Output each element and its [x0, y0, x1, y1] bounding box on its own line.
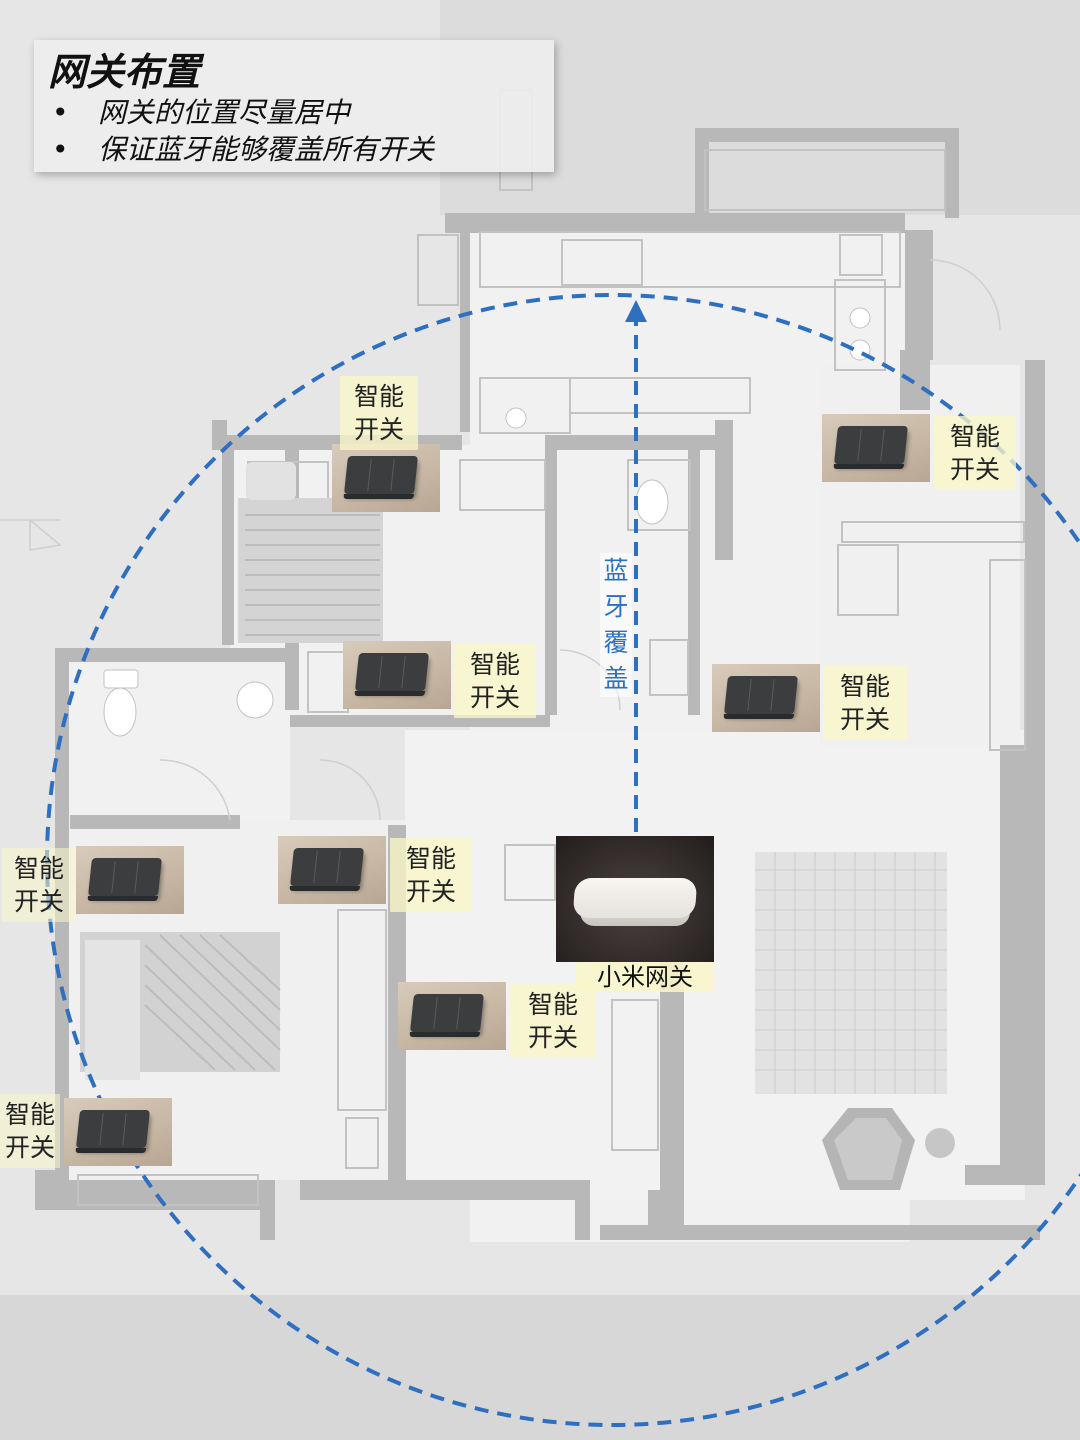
- switch-label-line: 智能: [353, 382, 404, 411]
- switch-label-line: 开关: [405, 877, 456, 906]
- gateway-label: 小米网关: [576, 962, 714, 992]
- coverage-label-char: 盖: [603, 664, 629, 693]
- switch-label-line: 智能: [949, 422, 1000, 451]
- bullet-text: 保证蓝牙能够覆盖所有开关: [98, 133, 435, 166]
- switch-label-line: 开关: [527, 1023, 578, 1052]
- switch-label-line: 开关: [4, 1133, 55, 1162]
- coverage-label-char: 牙: [603, 592, 629, 621]
- switch-label: 智能 开关: [2, 848, 76, 922]
- bullet-item: • 网关的位置尽量居中: [48, 94, 540, 131]
- smart-switch-icon: [343, 641, 451, 709]
- switch-label-line: 智能: [839, 672, 890, 701]
- smart-switch-icon: [64, 1098, 172, 1166]
- smart-switch-icon: [822, 414, 930, 482]
- switch-label-line: 开关: [949, 455, 1000, 484]
- bullet-dot-icon: •: [52, 133, 69, 166]
- switch-label: 智能 开关: [390, 838, 472, 912]
- switch-label-line: 智能: [405, 844, 456, 873]
- switch-label-line: 智能: [527, 990, 578, 1019]
- coverage-label-char: 蓝: [603, 556, 629, 585]
- switch-label: 智能 开关: [934, 416, 1016, 490]
- page-title: 网关布置: [48, 50, 201, 94]
- title-panel: 网关布置 • 网关的位置尽量居中 • 保证蓝牙能够覆盖所有开关: [34, 40, 554, 172]
- smart-switch-icon: [712, 664, 820, 732]
- switch-label-line: 开关: [353, 415, 404, 444]
- coverage-label: 蓝 牙 覆 盖: [600, 553, 632, 697]
- smart-switch-icon: [278, 836, 386, 904]
- bullet-dot-icon: •: [52, 96, 69, 129]
- switch-label-line: 智能: [4, 1100, 55, 1129]
- bullet-text: 网关的位置尽量居中: [98, 96, 351, 129]
- switch-label-line: 开关: [839, 705, 890, 734]
- smart-switch-icon: [76, 846, 184, 914]
- switch-label: 智能 开关: [340, 376, 418, 450]
- coverage-label-char: 覆: [603, 628, 629, 657]
- smart-switch-icon: [398, 982, 506, 1050]
- switch-label: 智能 开关: [0, 1094, 60, 1168]
- smart-switch-icon: [332, 444, 440, 512]
- switch-label: 智能 开关: [510, 984, 596, 1058]
- switch-label-line: 智能: [469, 650, 520, 679]
- switch-label-line: 智能: [13, 854, 64, 883]
- switch-label-line: 开关: [13, 887, 64, 916]
- bullet-item: • 保证蓝牙能够覆盖所有开关: [48, 131, 540, 168]
- switch-label: 智能 开关: [823, 666, 907, 740]
- gateway-device-icon: [556, 836, 714, 962]
- switch-label: 智能 开关: [454, 644, 536, 718]
- switch-label-line: 开关: [469, 683, 520, 712]
